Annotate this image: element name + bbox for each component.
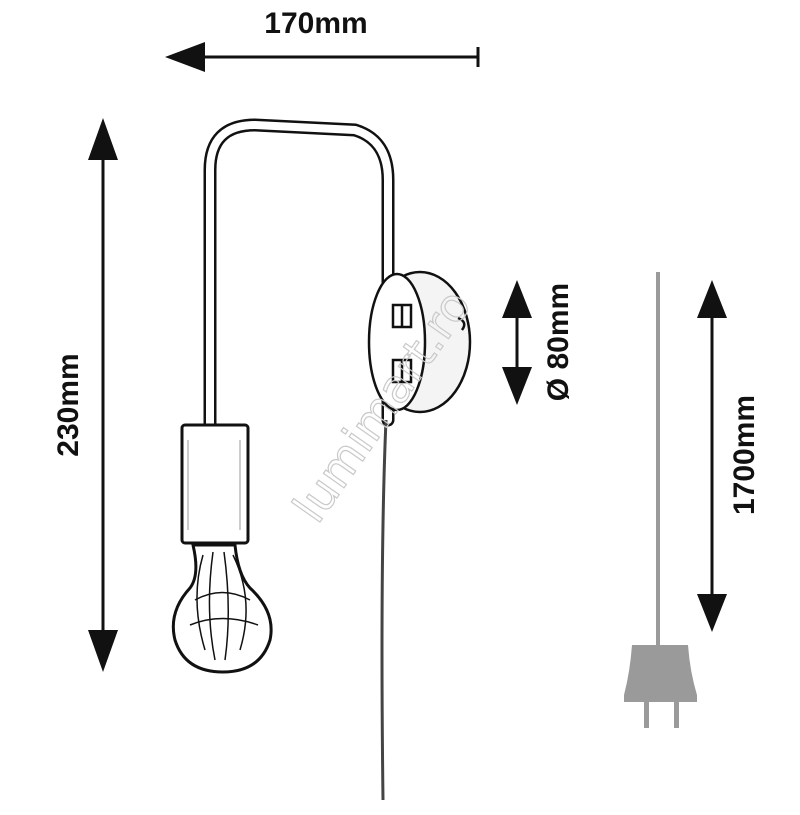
power-cable: [380, 419, 388, 801]
height-dimension: 230mm: [52, 118, 118, 672]
arrow-up-icon: [697, 280, 727, 318]
lamp-socket: [180, 423, 250, 545]
plug-prong: [644, 702, 649, 728]
lamp-arm: [203, 118, 395, 437]
arrow-up-icon: [502, 280, 532, 318]
height-label: 230mm: [52, 353, 85, 456]
cable-length-label: 1700mm: [728, 395, 761, 515]
plug-prong: [674, 702, 679, 728]
arrow-up-icon: [88, 118, 118, 160]
cable-length-dimension: 1700mm: [697, 280, 761, 632]
width-label: 170mm: [264, 7, 367, 40]
arrow-down-icon: [502, 367, 532, 405]
wall-mount-disc: [367, 270, 472, 414]
diameter-label: Ø 80mm: [542, 283, 575, 401]
plug-assembly: [624, 272, 697, 728]
diameter-dimension: Ø 80mm: [502, 280, 575, 405]
arrow-down-icon: [88, 630, 118, 672]
arrow-left-icon: [165, 42, 205, 72]
light-bulb: [171, 543, 273, 674]
arrow-down-icon: [697, 594, 727, 632]
width-dimension: 170mm: [165, 7, 480, 72]
plug-icon: [624, 645, 697, 695]
